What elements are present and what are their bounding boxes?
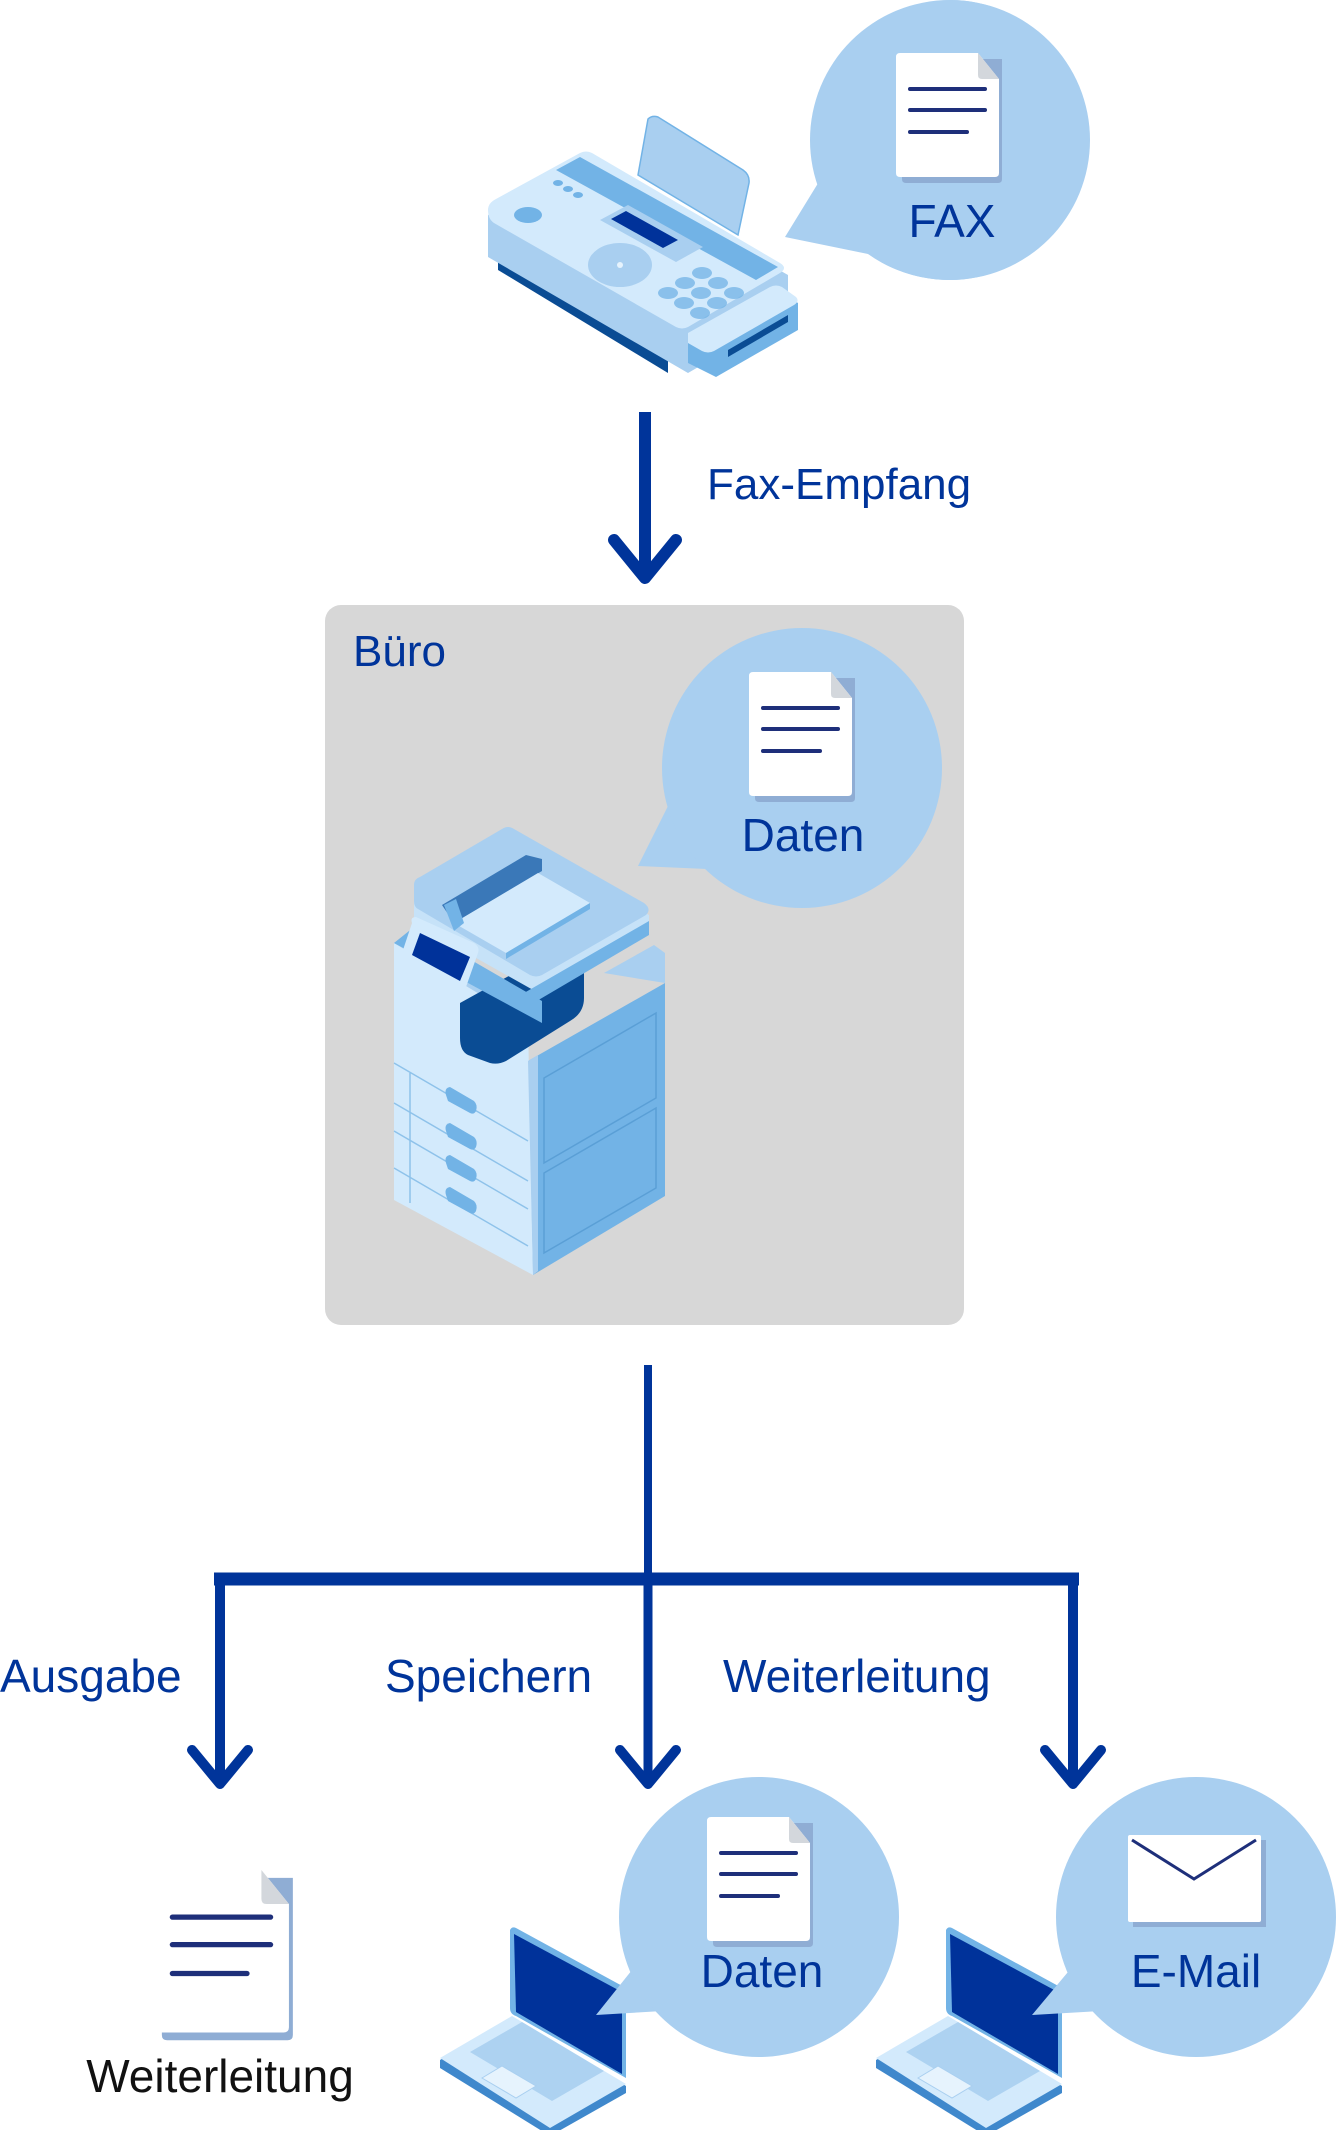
save-speech-bubble: Daten [596,1777,899,2057]
receive-arrow [608,412,682,584]
email-speech-bubble: E-Mail [1032,1777,1336,2057]
branch-label-output: Ausgabe [0,1650,182,1702]
save-laptop-illustration [439,1926,627,2130]
output-caption: Weiterleitung [86,2050,354,2102]
branch-label-save: Speichern [385,1650,592,1702]
envelope-icon [1128,1835,1266,1927]
save-data-label: Daten [701,1945,824,1997]
office-speech-bubble: Daten [638,628,942,908]
office-data-label: Daten [742,809,865,861]
document-icon [747,670,857,804]
fax-machine-illustration [488,115,798,377]
fax-speech-bubble: FAX [785,0,1090,280]
branch-label-forward: Weiterleitung [723,1650,991,1702]
multifunction-printer-illustration [393,827,665,1275]
forward-laptop-illustration [875,1926,1063,2130]
branch-connectors [187,1365,1106,1789]
output-document-icon [154,1870,293,2040]
receive-label: Fax-Empfang [707,460,971,509]
fax-label: FAX [909,195,996,247]
office-title: Büro [353,627,446,676]
document-icon [894,51,1004,185]
document-icon [705,1815,815,1949]
email-label: E-Mail [1131,1945,1261,1997]
